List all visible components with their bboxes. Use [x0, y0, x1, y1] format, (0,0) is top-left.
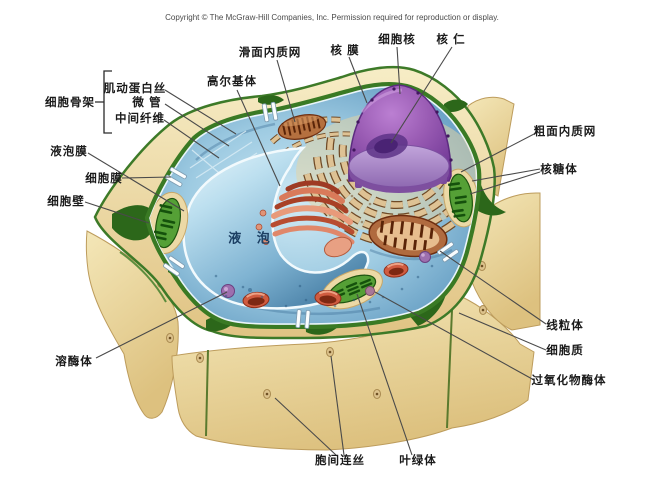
- label-chloroplast: 叶绿体: [399, 455, 437, 467]
- label-nuclear-membrane: 核 膜: [330, 45, 360, 57]
- label-cell-nucleus: 细胞核: [378, 34, 416, 46]
- label-cell-wall: 细胞壁: [47, 196, 85, 208]
- chloroplast-right: [443, 168, 477, 228]
- label-rough-er: 粗面内质网: [533, 126, 597, 138]
- label-vacuole: 液 泡: [228, 230, 276, 246]
- label-intermediate-filament: 中间纤维: [115, 113, 165, 125]
- label-ribosome: 核糖体: [540, 164, 578, 176]
- nuclear-pores: [352, 87, 453, 162]
- label-cytoplasm: 细胞质: [546, 345, 584, 357]
- label-mitochondrion: 线粒体: [546, 320, 584, 332]
- small-spheres: [365, 251, 431, 296]
- label-lysosome: 溶酶体: [55, 356, 93, 368]
- golgi-apparatus: [255, 180, 355, 258]
- label-cytoskeleton: 细胞骨架: [45, 97, 95, 109]
- leader-lines: [84, 46, 547, 456]
- nucleus-shape: [348, 84, 453, 193]
- copyright-text: Copyright © The McGraw-Hill Companies, I…: [165, 13, 499, 22]
- label-golgi: 高尔基体: [207, 76, 257, 88]
- label-actin-filaments: 肌动蛋白丝: [103, 83, 167, 95]
- label-nucleolus: 核 仁: [436, 34, 466, 46]
- vesicle-bowls: [242, 262, 409, 309]
- label-plasmodesmata: 胞间连丝: [315, 455, 365, 467]
- label-tonoplast: 液泡膜: [50, 146, 88, 158]
- cytoskeleton-bracket: [95, 70, 112, 134]
- label-microtubule: 微 管: [132, 97, 162, 109]
- label-peroxisome: 过氧化物酶体: [531, 375, 607, 387]
- lysosome-sphere: [221, 284, 235, 298]
- label-cell-membrane: 细胞膜: [85, 173, 123, 185]
- neighbor-cell-walls: [85, 96, 541, 451]
- plasmodesmata-channels: [163, 101, 459, 329]
- nucleolus-shape: [366, 133, 408, 159]
- label-smooth-er: 滑面内质网: [238, 47, 302, 59]
- mitochondrion-main: [368, 214, 448, 258]
